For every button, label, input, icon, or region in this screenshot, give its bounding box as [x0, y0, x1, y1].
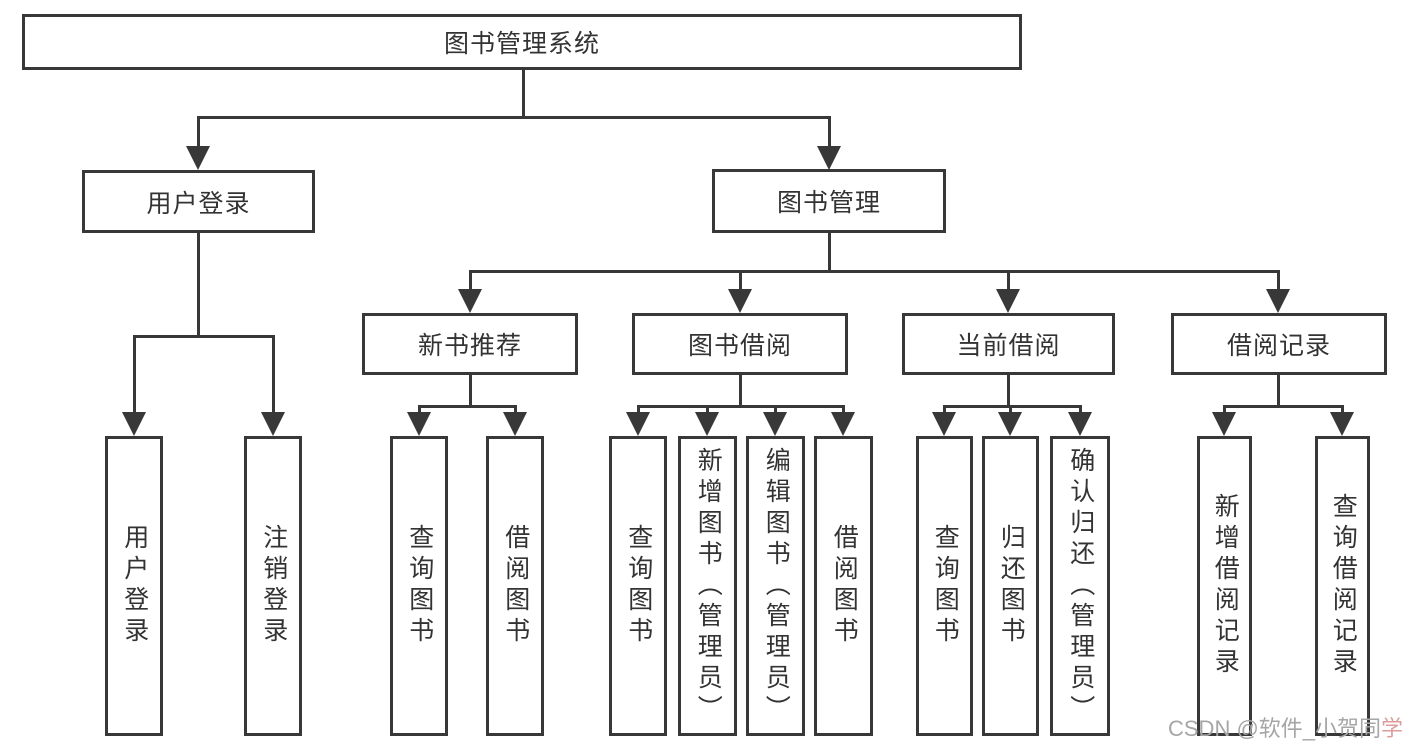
connector-line — [271, 335, 275, 415]
box-root: 图书管理系统 — [22, 14, 1022, 70]
connector-line — [636, 405, 640, 416]
box-borrowing-records-label: 借阅记录 — [1226, 332, 1331, 360]
connector-line — [1222, 404, 1344, 408]
box-new-book-recommend: 新书推荐 — [362, 313, 578, 375]
leaf-borrowing-borrow-book-label: 借阅图书 — [830, 524, 859, 648]
connector-line — [468, 270, 472, 294]
leaf-recommend-query-book: 查询图书 — [390, 436, 448, 736]
watermark-accent-text: 学 — [1381, 716, 1404, 741]
leaf-borrowing-add-book: 新增图书（管理员） — [678, 436, 737, 736]
arrow-down-icon — [728, 289, 752, 313]
leaf-logout-label: 注销登录 — [259, 524, 288, 648]
arrow-down-icon — [261, 412, 285, 436]
box-current-borrowing-label: 当前借阅 — [956, 332, 1061, 360]
connector-line — [1006, 270, 1010, 294]
connector-line — [132, 334, 275, 338]
box-new-book-recommend-label: 新书推荐 — [417, 332, 522, 360]
leaf-current-confirm-return: 确认归还（管理员） — [1050, 436, 1110, 736]
leaf-logout: 注销登录 — [244, 436, 302, 736]
leaf-user-login-label: 用户登录 — [120, 524, 149, 648]
box-root-label: 图书管理系统 — [443, 30, 600, 58]
connector-line — [773, 405, 777, 416]
connector-line — [1340, 405, 1344, 416]
connector-line — [417, 405, 421, 416]
leaf-borrowing-query-book-label: 查询图书 — [624, 524, 653, 648]
leaf-current-return-book-label: 归还图书 — [997, 524, 1026, 648]
arrow-down-icon — [1068, 412, 1092, 436]
connector-line — [827, 233, 831, 272]
leaf-recommend-borrow-book-label: 借阅图书 — [501, 524, 530, 648]
box-book-borrowing-label: 图书借阅 — [687, 332, 792, 360]
connector-line — [738, 375, 742, 407]
connector-line — [1008, 405, 1012, 416]
connector-line — [738, 270, 742, 294]
arrow-down-icon — [932, 412, 956, 436]
arrow-down-icon — [817, 146, 841, 170]
leaf-records-query-record: 查询借阅记录 — [1315, 436, 1370, 736]
connector-line — [513, 405, 517, 416]
connector-line — [1222, 405, 1226, 416]
connector-line — [1006, 375, 1010, 407]
arrow-down-icon — [1330, 412, 1354, 436]
arrow-down-icon — [998, 412, 1022, 436]
arrow-down-icon — [763, 412, 787, 436]
box-current-borrowing: 当前借阅 — [902, 313, 1115, 375]
arrow-down-icon — [1266, 289, 1290, 313]
leaf-user-login: 用户登录 — [105, 436, 163, 736]
connector-line — [1078, 405, 1082, 416]
connector-line — [942, 405, 946, 416]
connector-line — [827, 117, 831, 148]
connector-line — [468, 269, 1280, 273]
box-book-management: 图书管理 — [712, 169, 946, 233]
leaf-current-query-book-label: 查询图书 — [931, 524, 960, 648]
connector-line — [417, 404, 517, 408]
leaf-borrowing-query-book: 查询图书 — [609, 436, 667, 736]
connector-line — [636, 404, 845, 408]
arrow-down-icon — [458, 289, 482, 313]
connector-line — [196, 115, 831, 119]
arrow-down-icon — [122, 412, 146, 436]
leaf-current-confirm-return-label: 确认归还（管理员） — [1066, 446, 1095, 726]
leaf-current-query-book: 查询图书 — [916, 436, 973, 736]
leaf-recommend-borrow-book: 借阅图书 — [486, 436, 544, 736]
connector-line — [705, 405, 709, 416]
leaf-recommend-query-book-label: 查询图书 — [405, 524, 434, 648]
leaf-borrowing-edit-book: 编辑图书（管理员） — [746, 436, 805, 736]
connector-line — [841, 405, 845, 416]
connector-line — [1276, 375, 1280, 407]
box-user-login-label: 用户登录 — [146, 189, 251, 218]
arrow-down-icon — [695, 412, 719, 436]
leaf-borrowing-edit-book-label: 编辑图书（管理员） — [762, 446, 791, 726]
leaf-current-return-book: 归还图书 — [982, 436, 1039, 736]
arrow-down-icon — [626, 412, 650, 436]
leaf-records-add-record: 新增借阅记录 — [1197, 436, 1252, 736]
csdn-watermark: CSDN @软件_小贺同学 — [1168, 711, 1403, 743]
watermark-text: CSDN @软件_小贺同 — [1168, 716, 1382, 741]
connector-line — [521, 70, 525, 119]
box-user-login: 用户登录 — [82, 170, 315, 233]
connector-line — [196, 233, 200, 338]
connector-line — [1276, 270, 1280, 294]
leaf-records-query-record-label: 查询借阅记录 — [1329, 493, 1358, 679]
leaf-records-add-record-label: 新增借阅记录 — [1211, 493, 1240, 679]
leaf-borrowing-add-book-label: 新增图书（管理员） — [694, 446, 723, 726]
arrow-down-icon — [1212, 412, 1236, 436]
leaf-borrowing-borrow-book: 借阅图书 — [814, 436, 873, 736]
box-borrowing-records: 借阅记录 — [1171, 313, 1387, 375]
arrow-down-icon — [503, 412, 527, 436]
box-book-management-label: 图书管理 — [776, 189, 881, 217]
arrow-down-icon — [996, 289, 1020, 313]
connector-line — [942, 404, 1082, 408]
arrow-down-icon — [407, 412, 431, 436]
connector-line — [132, 335, 136, 415]
arrow-down-icon — [831, 412, 855, 436]
arrow-down-icon — [186, 146, 210, 170]
connector-line — [196, 117, 200, 148]
box-book-borrowing: 图书借阅 — [632, 313, 848, 375]
connector-line — [468, 375, 472, 407]
